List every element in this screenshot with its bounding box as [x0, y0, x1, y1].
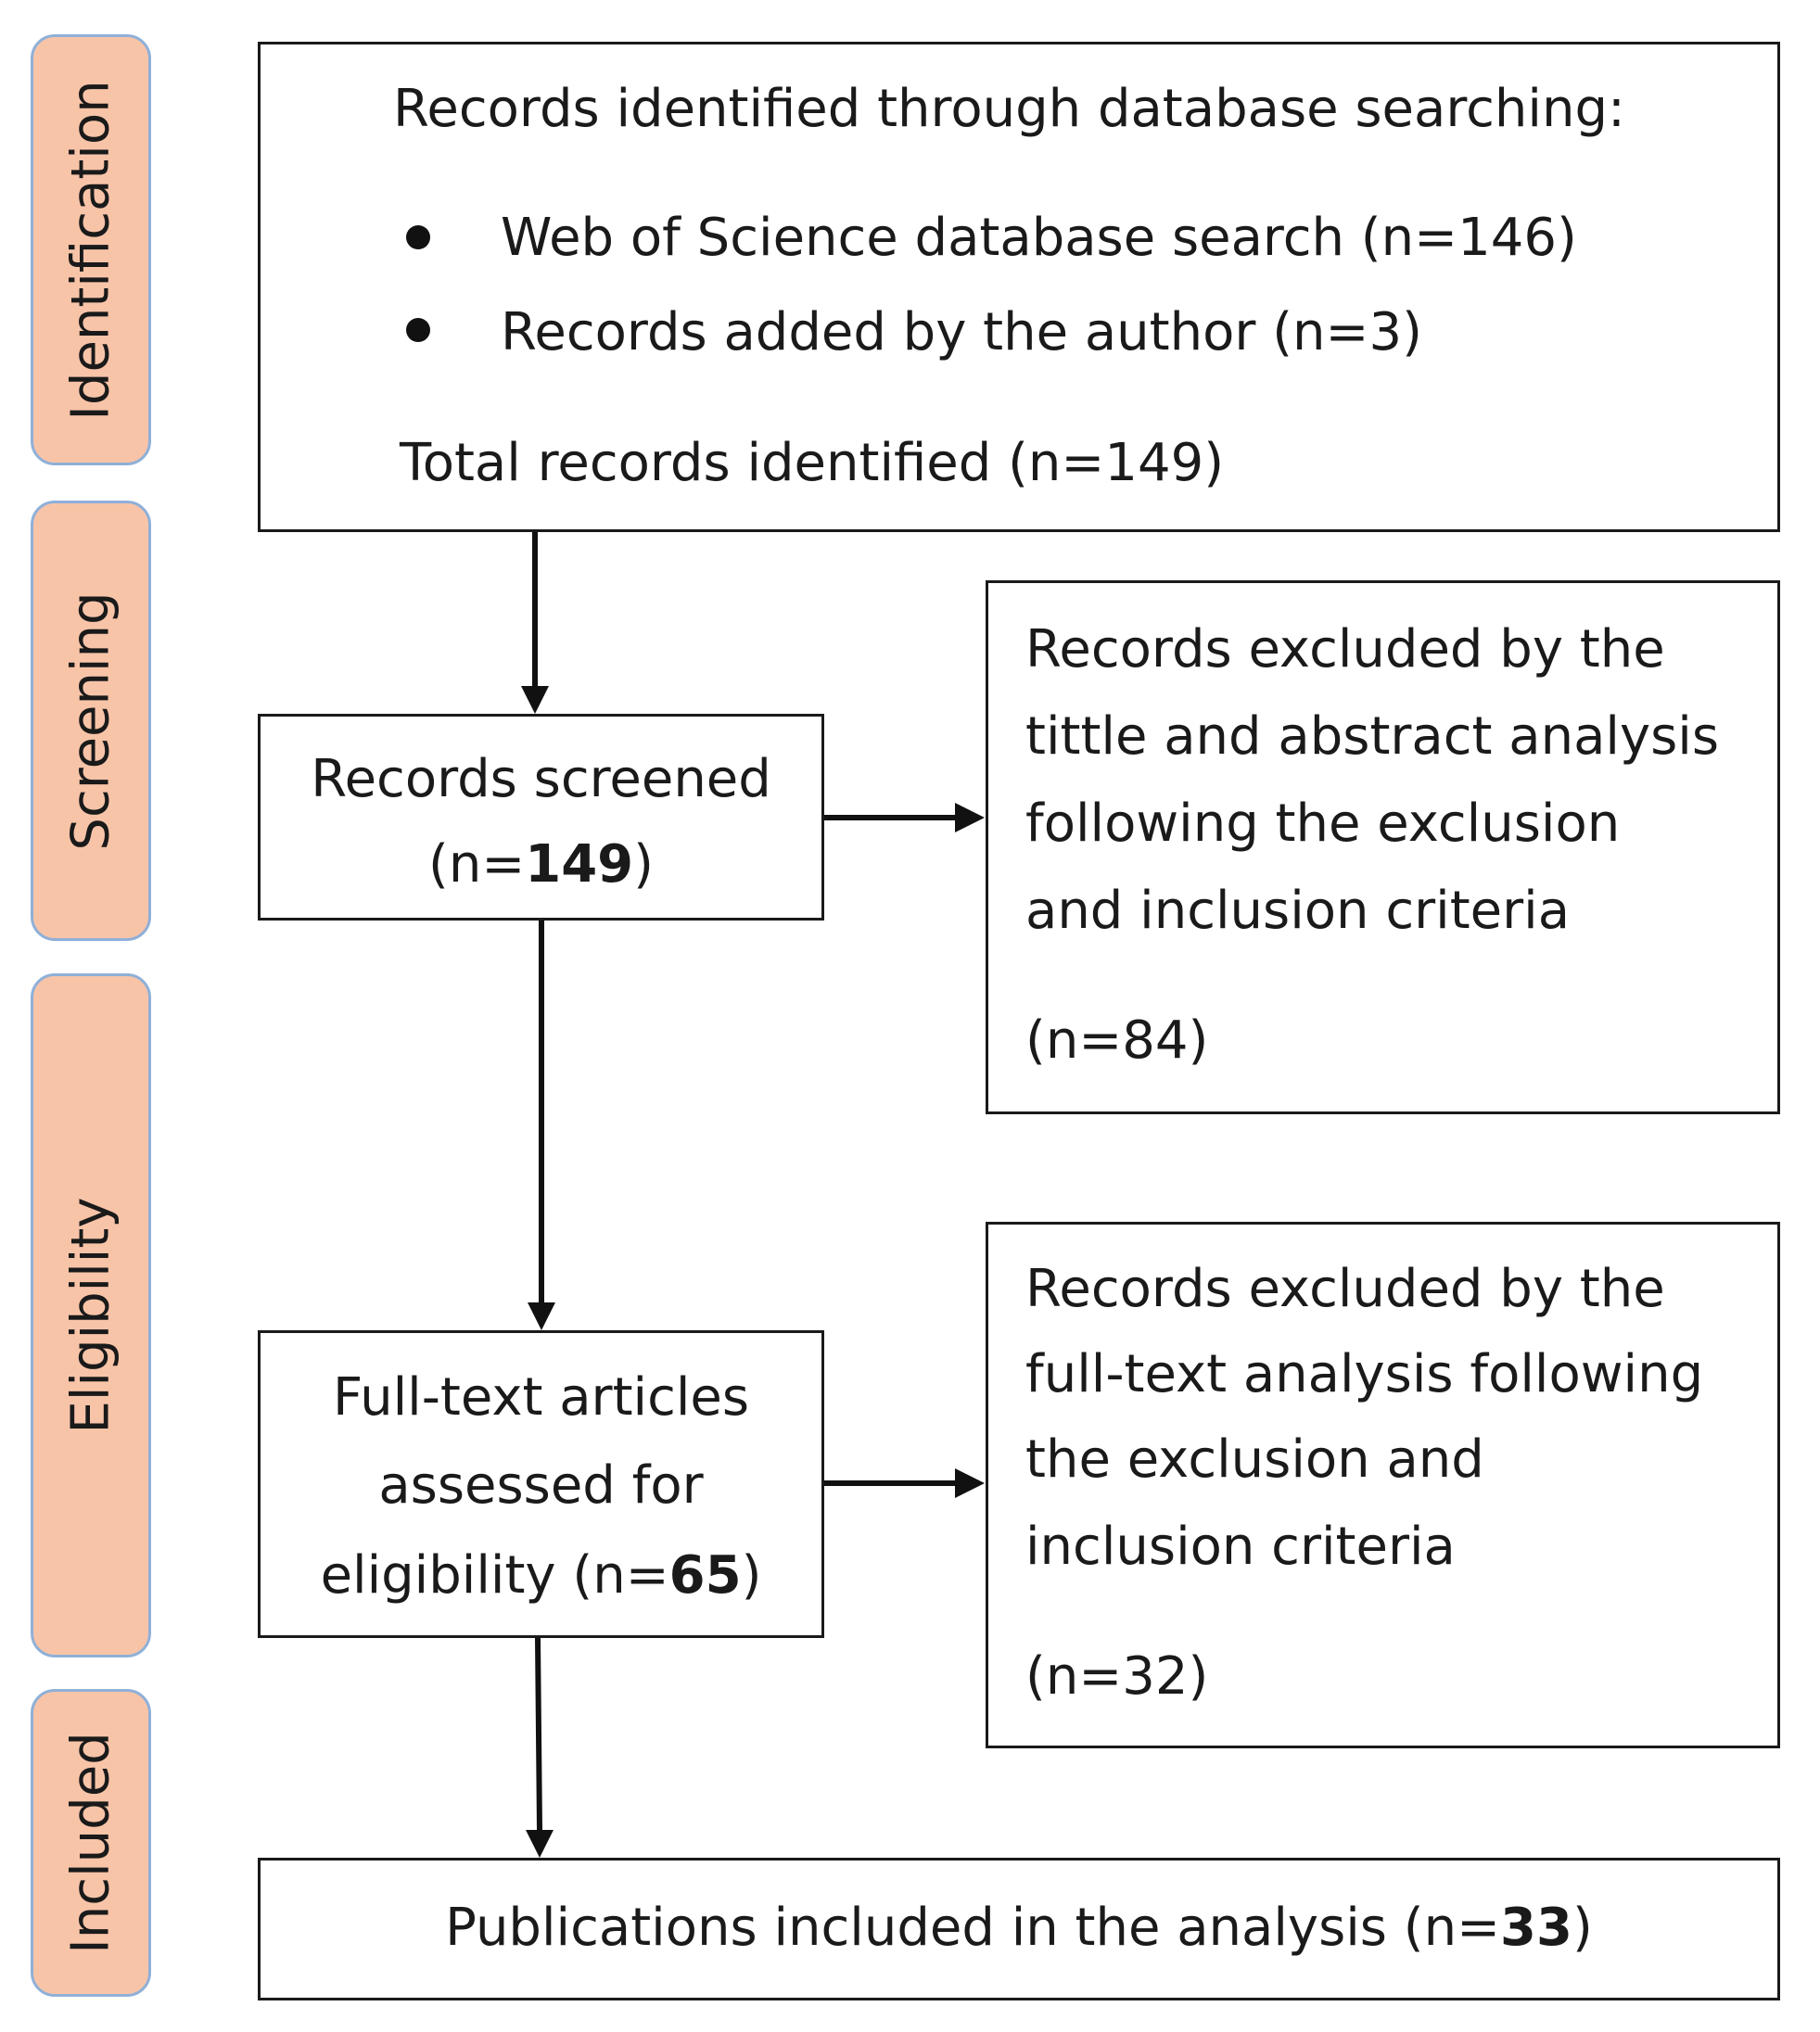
excluded-title-count: (n=84)	[1025, 1010, 1209, 1071]
fulltext-line-1: Full-text articles	[332, 1367, 750, 1428]
arrowhead-right	[955, 803, 985, 832]
identification-total: Total records identified (n=149)	[400, 433, 1225, 493]
identification-bullet-2: Records added by the author (n=3)	[501, 302, 1422, 362]
fulltext-line-2: assessed for	[378, 1455, 704, 1516]
arrowhead-down	[521, 686, 549, 714]
stage-identification: Identification	[31, 34, 151, 465]
excluded-title-abstract-box: Records excluded by the tittle and abstr…	[986, 580, 1780, 1114]
excluded-fulltext-box: Records excluded by the full-text analys…	[986, 1222, 1780, 1748]
stage-eligibility: Eligibility	[31, 973, 151, 1657]
fulltext-count: 65	[668, 1545, 742, 1606]
excluded-fulltext-line-1: Records excluded by the	[1025, 1259, 1665, 1319]
fulltext-line-3: eligibility (n=65)	[320, 1545, 762, 1606]
stage-included: Included	[31, 1689, 151, 1997]
excluded-fulltext-line-3: the exclusion and	[1025, 1429, 1484, 1490]
fulltext-box: Full-text articles assessed for eligibil…	[258, 1330, 824, 1638]
excluded-fulltext-line-4: inclusion criteria	[1025, 1517, 1456, 1577]
excluded-title-line-4: and inclusion criteria	[1025, 881, 1571, 941]
excluded-title-line-3: following the exclusion	[1025, 794, 1621, 854]
excluded-title-line-2: tittle and abstract analysis	[1025, 706, 1720, 767]
screened-line-2: (n=149)	[427, 834, 655, 895]
identification-box: Records identified through database sear…	[258, 42, 1780, 532]
identification-bullet-1: Web of Science database search (n=146)	[501, 208, 1577, 268]
screened-count: 149	[525, 834, 634, 895]
arrowhead-down	[526, 1830, 554, 1858]
arrowhead-down	[528, 1302, 555, 1330]
excluded-fulltext-line-2: full-text analysis following	[1025, 1344, 1704, 1404]
excluded-title-line-1: Records excluded by the	[1025, 619, 1665, 679]
included-count: 33	[1500, 1898, 1572, 1958]
stage-screening: Screening	[31, 501, 151, 941]
included-box: Publications included in the analysis (n…	[258, 1858, 1780, 2000]
arrowhead-right	[955, 1468, 985, 1498]
bullet-icon	[406, 225, 430, 249]
screened-box: Records screened (n=149)	[258, 714, 824, 921]
included-text: Publications included in the analysis (n…	[445, 1898, 1593, 1958]
arrow-fulltext-to-included	[535, 1637, 542, 1831]
screened-line-1: Records screened	[311, 749, 771, 809]
bullet-icon	[406, 318, 430, 342]
excluded-fulltext-count: (n=32)	[1025, 1646, 1209, 1707]
identification-heading: Records identified through database sear…	[393, 79, 1625, 139]
